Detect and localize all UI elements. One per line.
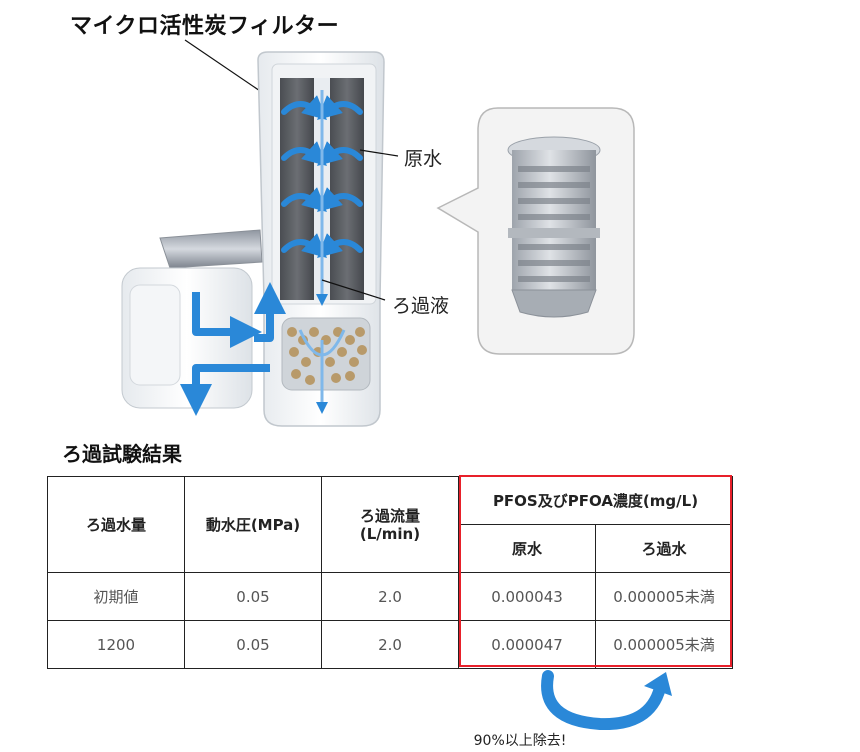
diagram-title: マイクロ活性炭フィルター xyxy=(70,14,340,39)
header-volume: ろ過水量 xyxy=(47,476,185,573)
faucet-spout xyxy=(159,229,263,269)
header-raw-water: 原水 xyxy=(458,524,596,573)
cell-raw: 0.000043 xyxy=(458,572,596,621)
cell-pressure: 0.05 xyxy=(184,620,322,669)
header-flow-rate: ろ過流量 (L/min) xyxy=(321,476,459,573)
raw-water-leader xyxy=(359,149,399,157)
results-table: ろ過水量 動水圧(MPa) ろ過流量 (L/min) PFOS及びPFOA濃度(… xyxy=(47,476,733,669)
table-row: 1200 0.05 2.0 0.000047 0.000005未満 xyxy=(47,620,733,669)
filtrate-label: ろ過液 xyxy=(392,295,450,317)
table-row: 初期値 0.05 2.0 0.000043 0.000005未満 xyxy=(47,572,733,621)
filter-diagram xyxy=(121,39,635,427)
curved-arrow-icon xyxy=(541,670,672,730)
flow-arrows xyxy=(281,95,363,258)
cell-raw: 0.000047 xyxy=(458,620,596,669)
granular-media xyxy=(287,327,367,385)
removal-note: 90%以上除去! xyxy=(473,733,567,749)
cell-volume: 1200 xyxy=(47,620,185,669)
raw-water-label: 原水 xyxy=(404,148,443,170)
cell-flow: 2.0 xyxy=(321,620,459,669)
cell-filtered: 0.000005未満 xyxy=(595,620,733,669)
filtrate-leader xyxy=(321,279,386,301)
header-filtered-water: ろ過水 xyxy=(595,524,733,573)
header-pressure: 動水圧(MPa) xyxy=(184,476,322,573)
cartridge-illustration xyxy=(507,136,601,318)
cell-flow: 2.0 xyxy=(321,572,459,621)
results-title: ろ過試験結果 xyxy=(62,442,182,466)
cell-filtered: 0.000005未満 xyxy=(595,572,733,621)
center-flow xyxy=(298,90,346,414)
cell-volume: 初期値 xyxy=(47,572,185,621)
header-concentration: PFOS及びPFOA濃度(mg/L) xyxy=(458,476,733,525)
cell-pressure: 0.05 xyxy=(184,572,322,621)
inlet-outlet-arrows xyxy=(180,282,286,416)
